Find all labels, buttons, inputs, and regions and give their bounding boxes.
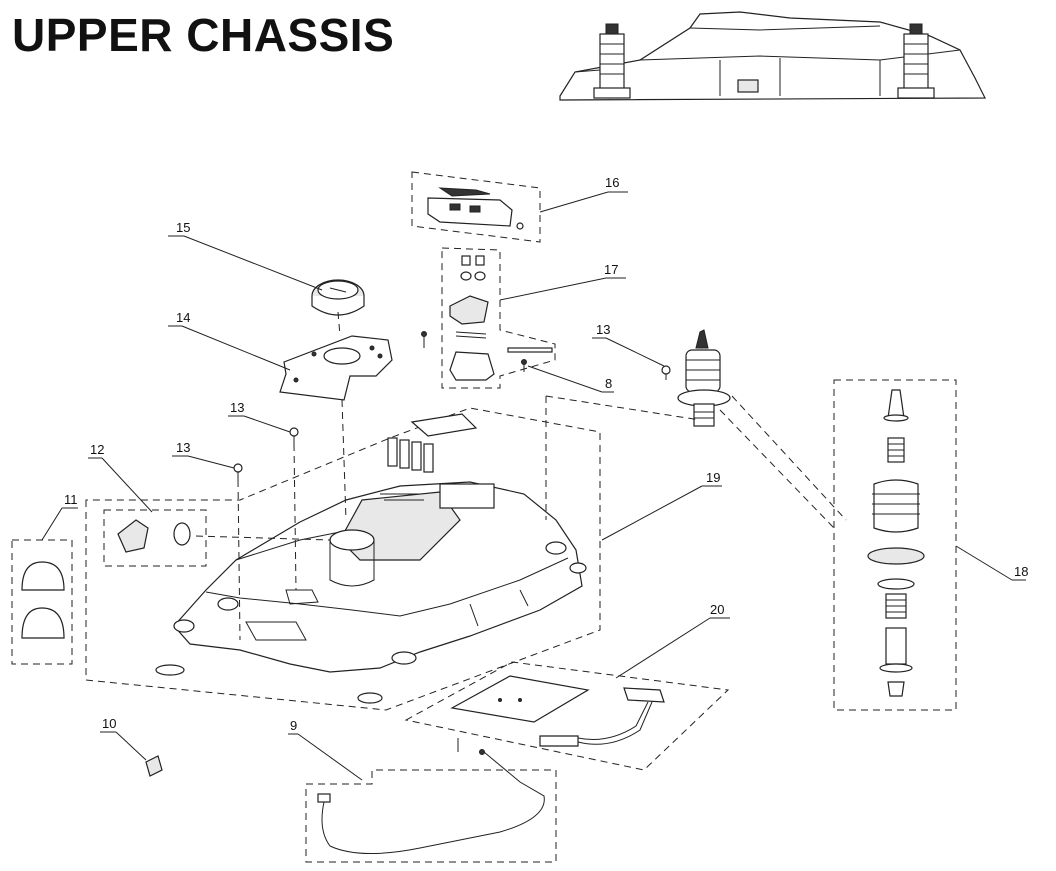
screw-13-c bbox=[661, 365, 671, 380]
group-9-box bbox=[305, 769, 557, 863]
part-10-clip bbox=[145, 755, 163, 777]
callout-labels: 16 17 15 14 13 13 13 8 12 11 19 18 20 10… bbox=[64, 175, 1028, 733]
part-9-cable bbox=[317, 738, 545, 854]
callout-11: 11 bbox=[64, 492, 78, 507]
callout-15: 15 bbox=[176, 220, 190, 235]
callout-13-joystick: 13 bbox=[596, 322, 610, 337]
part-16-cover bbox=[427, 187, 524, 230]
part-20-circuit-board bbox=[450, 675, 665, 747]
part-11-domes bbox=[21, 561, 65, 639]
screw-13-b bbox=[233, 463, 243, 480]
callout-19: 19 bbox=[706, 470, 720, 485]
callout-17: 17 bbox=[604, 262, 618, 277]
callout-13-upper: 13 bbox=[230, 400, 244, 415]
group-18-box bbox=[833, 379, 957, 711]
callout-10: 10 bbox=[102, 716, 116, 731]
screw-13-a bbox=[289, 427, 299, 444]
thumbnail-joystick-left bbox=[593, 23, 631, 99]
callout-20: 20 bbox=[710, 602, 724, 617]
part-12-lens bbox=[117, 519, 191, 553]
joystick-assembled bbox=[677, 329, 731, 427]
callout-18: 18 bbox=[1014, 564, 1028, 579]
group-19-box bbox=[85, 407, 601, 711]
group-11-box bbox=[11, 539, 73, 665]
callout-8: 8 bbox=[605, 376, 612, 391]
assembled-chassis-thumbnail bbox=[559, 11, 986, 101]
group-12-box bbox=[103, 509, 207, 567]
alignment-lines bbox=[195, 311, 847, 641]
callout-13-lower: 13 bbox=[176, 440, 190, 455]
callout-14: 14 bbox=[176, 310, 190, 325]
part-14-plate bbox=[279, 335, 393, 401]
thumbnail-joystick-right bbox=[897, 23, 935, 99]
group-20-box bbox=[404, 661, 730, 771]
callout-16: 16 bbox=[605, 175, 619, 190]
part-19-upper-chassis bbox=[173, 481, 587, 673]
callout-9: 9 bbox=[290, 718, 297, 733]
group-17-box bbox=[441, 247, 556, 389]
diagram-title: UPPER CHASSIS bbox=[12, 9, 395, 61]
leader-lines bbox=[41, 191, 1026, 781]
callout-12: 12 bbox=[90, 442, 104, 457]
part-18-joystick-exploded bbox=[867, 389, 925, 697]
group-16-box bbox=[411, 171, 541, 243]
part-19-accessories bbox=[155, 413, 478, 704]
part-15-knob bbox=[311, 279, 365, 316]
part-17-switch-assembly bbox=[421, 255, 553, 381]
